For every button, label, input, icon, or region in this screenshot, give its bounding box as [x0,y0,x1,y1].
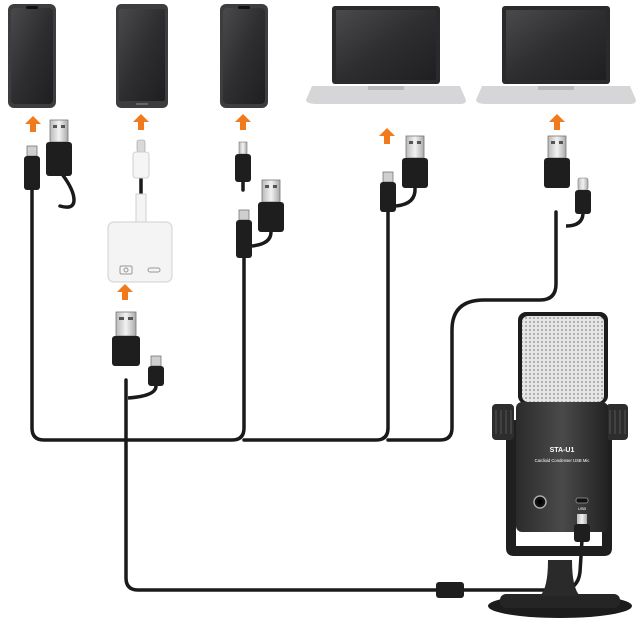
phone-1 [8,4,56,108]
mic-subtitle-label: Cardioid Condenser USB Mic [535,458,590,463]
usb-port-label: USB [578,506,587,511]
usb-port: USB [575,497,589,511]
arrow-up-icon [235,114,251,130]
usb-a-connector [46,119,72,176]
micro-usb-connector [127,355,164,400]
micro-usb-connector [24,145,40,190]
arrow-up-icon [117,284,133,300]
arrow-up-icon [133,114,149,130]
phone-3 [220,4,268,108]
usb-microphone: STA-U1 Cardioid Condenser USB Mic USB [488,312,632,618]
usb-a-connector [251,179,284,248]
lightning-connector [235,141,251,182]
lightning-usb-adapter [107,193,173,283]
micro-usb-connector [380,171,396,212]
camera-icon [119,265,133,275]
headphone-jack [533,495,547,509]
micro-usb-connector [236,209,252,258]
ferrite-bead [436,582,464,598]
usb-c-connector [565,177,591,228]
usb-a-connector [395,135,428,208]
arrow-up-icon [25,116,41,132]
laptop-2 [476,6,636,104]
usb-a-connector [544,135,570,188]
mic-model-label: STA-U1 [550,447,575,454]
laptop-1 [306,6,466,104]
lightning-connector [132,139,150,179]
arrow-up-icon [379,128,395,144]
phone-2 [116,4,168,108]
usb-a-connector [112,311,140,366]
arrow-up-icon [549,114,565,130]
